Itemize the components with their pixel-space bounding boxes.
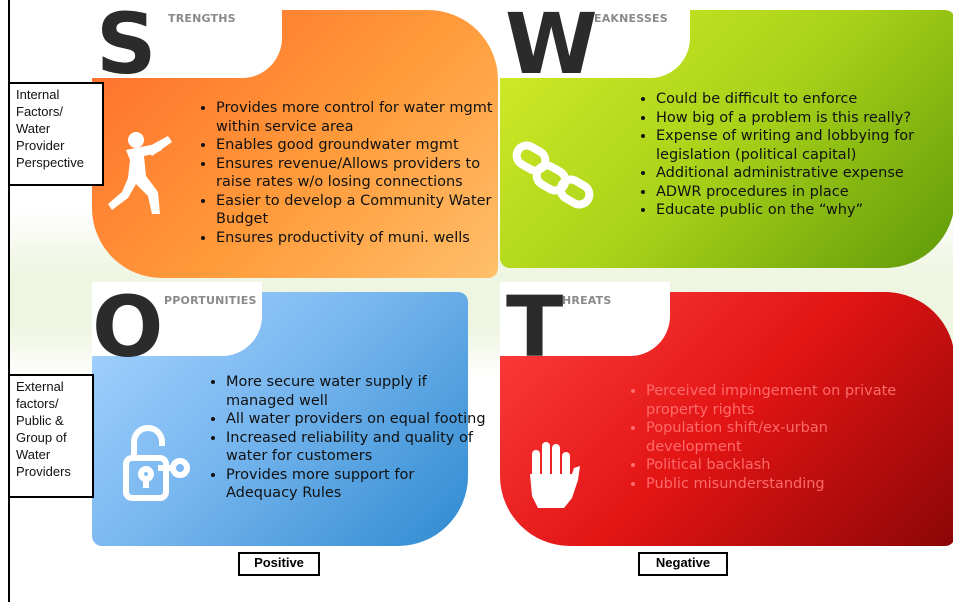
- internal-factors-label: Internal Factors/ Water Provider Perspec…: [8, 82, 104, 186]
- opportunities-heading: PPORTUNITIES: [164, 294, 257, 307]
- internal-line-2: Factors/: [16, 104, 63, 119]
- weaknesses-list: Could be difficult to enforceHow big of …: [636, 90, 953, 220]
- external-line-5: Water: [16, 447, 51, 462]
- external-line-4: Group of: [16, 430, 67, 445]
- weaknesses-item: Expense of writing and lobbying for legi…: [656, 127, 953, 164]
- external-line-3: Public &: [16, 413, 64, 428]
- weaknesses-item: Could be difficult to enforce: [656, 90, 953, 109]
- external-line-6: Providers: [16, 464, 71, 479]
- strengths-item: Provides more control for water mgmt wit…: [216, 99, 516, 136]
- strengths-notch: [92, 0, 282, 78]
- strengths-heading: TRENGTHS: [168, 12, 236, 25]
- opportunities-list: More secure water supply if managed well…: [206, 373, 486, 503]
- strengths-list: Provides more control for water mgmt wit…: [196, 99, 516, 247]
- external-line-2: factors/: [16, 396, 59, 411]
- weaknesses-item: Educate public on the “why”: [656, 201, 953, 220]
- unlocked-padlock-key-icon: [123, 425, 190, 501]
- internal-line-3: Water: [16, 121, 51, 136]
- opportunities-item: More secure water supply if managed well: [226, 373, 486, 410]
- strengths-item: Enables good groundwater mgmt: [216, 136, 516, 155]
- left-axis-line: [8, 0, 10, 602]
- weaknesses-letter: W: [505, 0, 598, 93]
- strengths-item: Ensures productivity of muni. wells: [216, 229, 516, 248]
- weaknesses-notch: [500, 0, 690, 78]
- weaknesses-heading: EAKNESSES: [594, 12, 668, 25]
- pushing-person-icon: [108, 132, 172, 214]
- threats-notch: [500, 282, 670, 356]
- threats-item: Political backlash: [646, 456, 906, 475]
- weaknesses-item: How big of a problem is this really?: [656, 109, 953, 128]
- opportunities-item: Increased reliability and quality of wat…: [226, 429, 486, 466]
- stop-hand-icon: [530, 442, 580, 508]
- strengths-item: Ensures revenue/Allows providers to rais…: [216, 155, 516, 192]
- threats-item: Population shift/ex-urban development: [646, 419, 906, 456]
- threats-letter: T: [506, 278, 564, 376]
- threats-list: Perceived impingement on private propert…: [626, 382, 906, 493]
- external-factors-label: External factors/ Public & Group of Wate…: [8, 374, 94, 498]
- external-line-1: External: [16, 379, 64, 394]
- weaknesses-item: Additional administrative expense: [656, 164, 953, 183]
- strengths-letter: S: [96, 0, 157, 93]
- opportunities-item: All water providers on equal footing: [226, 410, 486, 429]
- opportunities-notch: [92, 282, 262, 356]
- opportunities-letter: O: [92, 278, 164, 376]
- threats-heading: HREATS: [562, 294, 612, 307]
- internal-line-1: Internal: [16, 87, 60, 102]
- opportunities-item: Provides more support for Adequacy Rules: [226, 466, 486, 503]
- threats-item: Perceived impingement on private propert…: [646, 382, 906, 419]
- threats-item: Public misunderstanding: [646, 475, 906, 494]
- positive-label: Positive: [238, 552, 320, 576]
- negative-label: Negative: [638, 552, 728, 576]
- internal-line-5: Perspective: [16, 155, 84, 170]
- broken-chain-icon: [512, 141, 594, 209]
- weaknesses-item: ADWR procedures in place: [656, 183, 953, 202]
- internal-line-4: Provider: [16, 138, 65, 153]
- strengths-item: Easier to develop a Community Water Budg…: [216, 192, 516, 229]
